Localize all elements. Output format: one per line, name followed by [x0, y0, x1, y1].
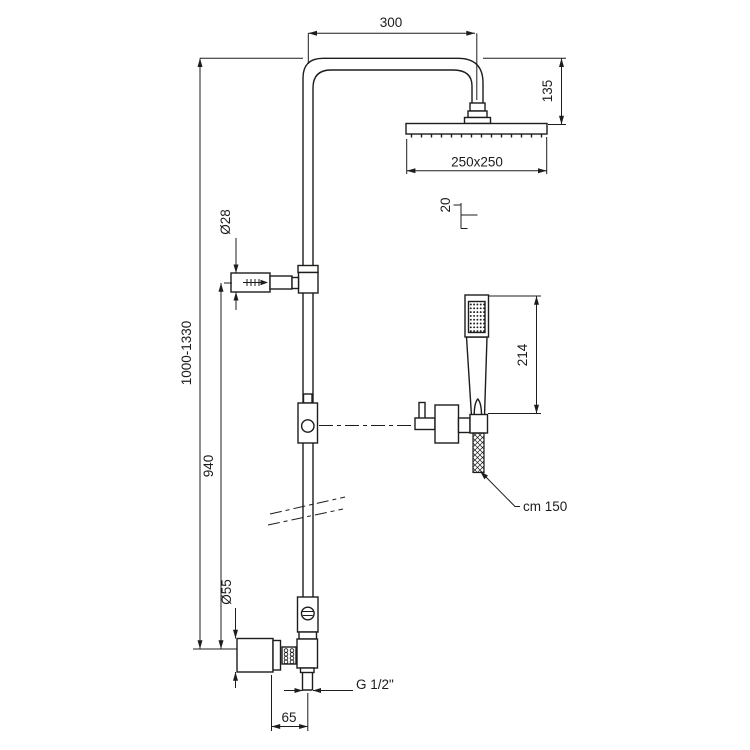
dim-label-65: 65	[281, 710, 296, 725]
dim-bracket-diameter: Ø28	[218, 209, 239, 310]
bracket-nub	[291, 276, 300, 290]
hand-shower-face	[467, 300, 486, 334]
wall-bracket	[230, 264, 319, 294]
diverter-body	[296, 596, 319, 633]
dim-outlet-offset: 65	[271, 675, 309, 731]
holder-cup	[469, 413, 489, 434]
head-connector	[463, 116, 492, 125]
adapter-ribs	[283, 648, 295, 665]
diverter	[296, 596, 319, 640]
slider-knob	[300, 419, 315, 433]
slider-pin	[302, 393, 313, 404]
dim-label-135: 135	[540, 80, 555, 103]
valve-outlet-step	[299, 667, 315, 674]
dim-head-offset: 135	[540, 58, 566, 125]
dim-thread: G 1/2"	[284, 677, 394, 693]
dim-arm-reach: 300	[307, 15, 478, 100]
valve-body	[296, 638, 319, 669]
mixer-valve	[236, 637, 319, 674]
break-lines	[267, 496, 346, 526]
holder-foot	[414, 417, 436, 431]
ribbed-adapter	[281, 646, 297, 665]
overhead-shower	[405, 102, 548, 138]
dim-label-940: 940	[201, 455, 216, 478]
handle-waterway	[473, 397, 483, 416]
dim-mixer-diameter: Ø55	[219, 579, 238, 688]
pipe-collar	[297, 264, 319, 274]
hand-shower-slider	[297, 393, 319, 444]
mixer-knob	[236, 637, 274, 673]
hand-shower-handle	[465, 336, 488, 417]
dim-hose-length: cm 150	[480, 471, 567, 514]
dim-label-d28: Ø28	[218, 209, 233, 235]
wall-anchor-symbol	[243, 279, 268, 286]
overhead-nozzles	[410, 134, 543, 138]
bracket-junction	[297, 271, 319, 294]
arm-ball-joint-nut	[467, 110, 488, 119]
dim-head-size: 250x250	[406, 137, 548, 174]
diverter-screw	[300, 606, 315, 621]
dim-label-g12: G 1/2"	[356, 677, 394, 692]
dim-head-thickness: 20	[438, 197, 478, 229]
riser-pipe-and-arm	[301, 57, 484, 691]
spray-dots	[469, 303, 485, 333]
holder-block	[434, 404, 460, 444]
dim-label-20: 20	[438, 197, 453, 212]
hand-shower-holder	[414, 401, 489, 444]
dim-label-cm150: cm 150	[523, 499, 567, 514]
dim-label-300: 300	[380, 15, 403, 30]
bracket-adapter	[269, 275, 293, 290]
shower-hose	[472, 432, 485, 474]
hand-shower	[464, 294, 490, 417]
dim-hand-shower-length: 214	[488, 295, 541, 414]
dim-label-1000-1330: 1000-1330	[179, 321, 194, 386]
dim-label-d55: Ø55	[219, 579, 234, 605]
dim-label-250x250: 250x250	[451, 155, 503, 170]
dim-column-height: 1000-1330	[179, 58, 203, 649]
arm-ball-joint	[469, 102, 486, 112]
holder-connector	[457, 417, 471, 434]
mixer-knob-cap	[272, 639, 282, 671]
dim-label-214: 214	[515, 343, 530, 366]
diverter-base	[298, 631, 318, 640]
overhead-shower-head	[405, 122, 548, 135]
holder-pin	[418, 401, 426, 420]
dim-lower-column: 940	[201, 282, 232, 649]
